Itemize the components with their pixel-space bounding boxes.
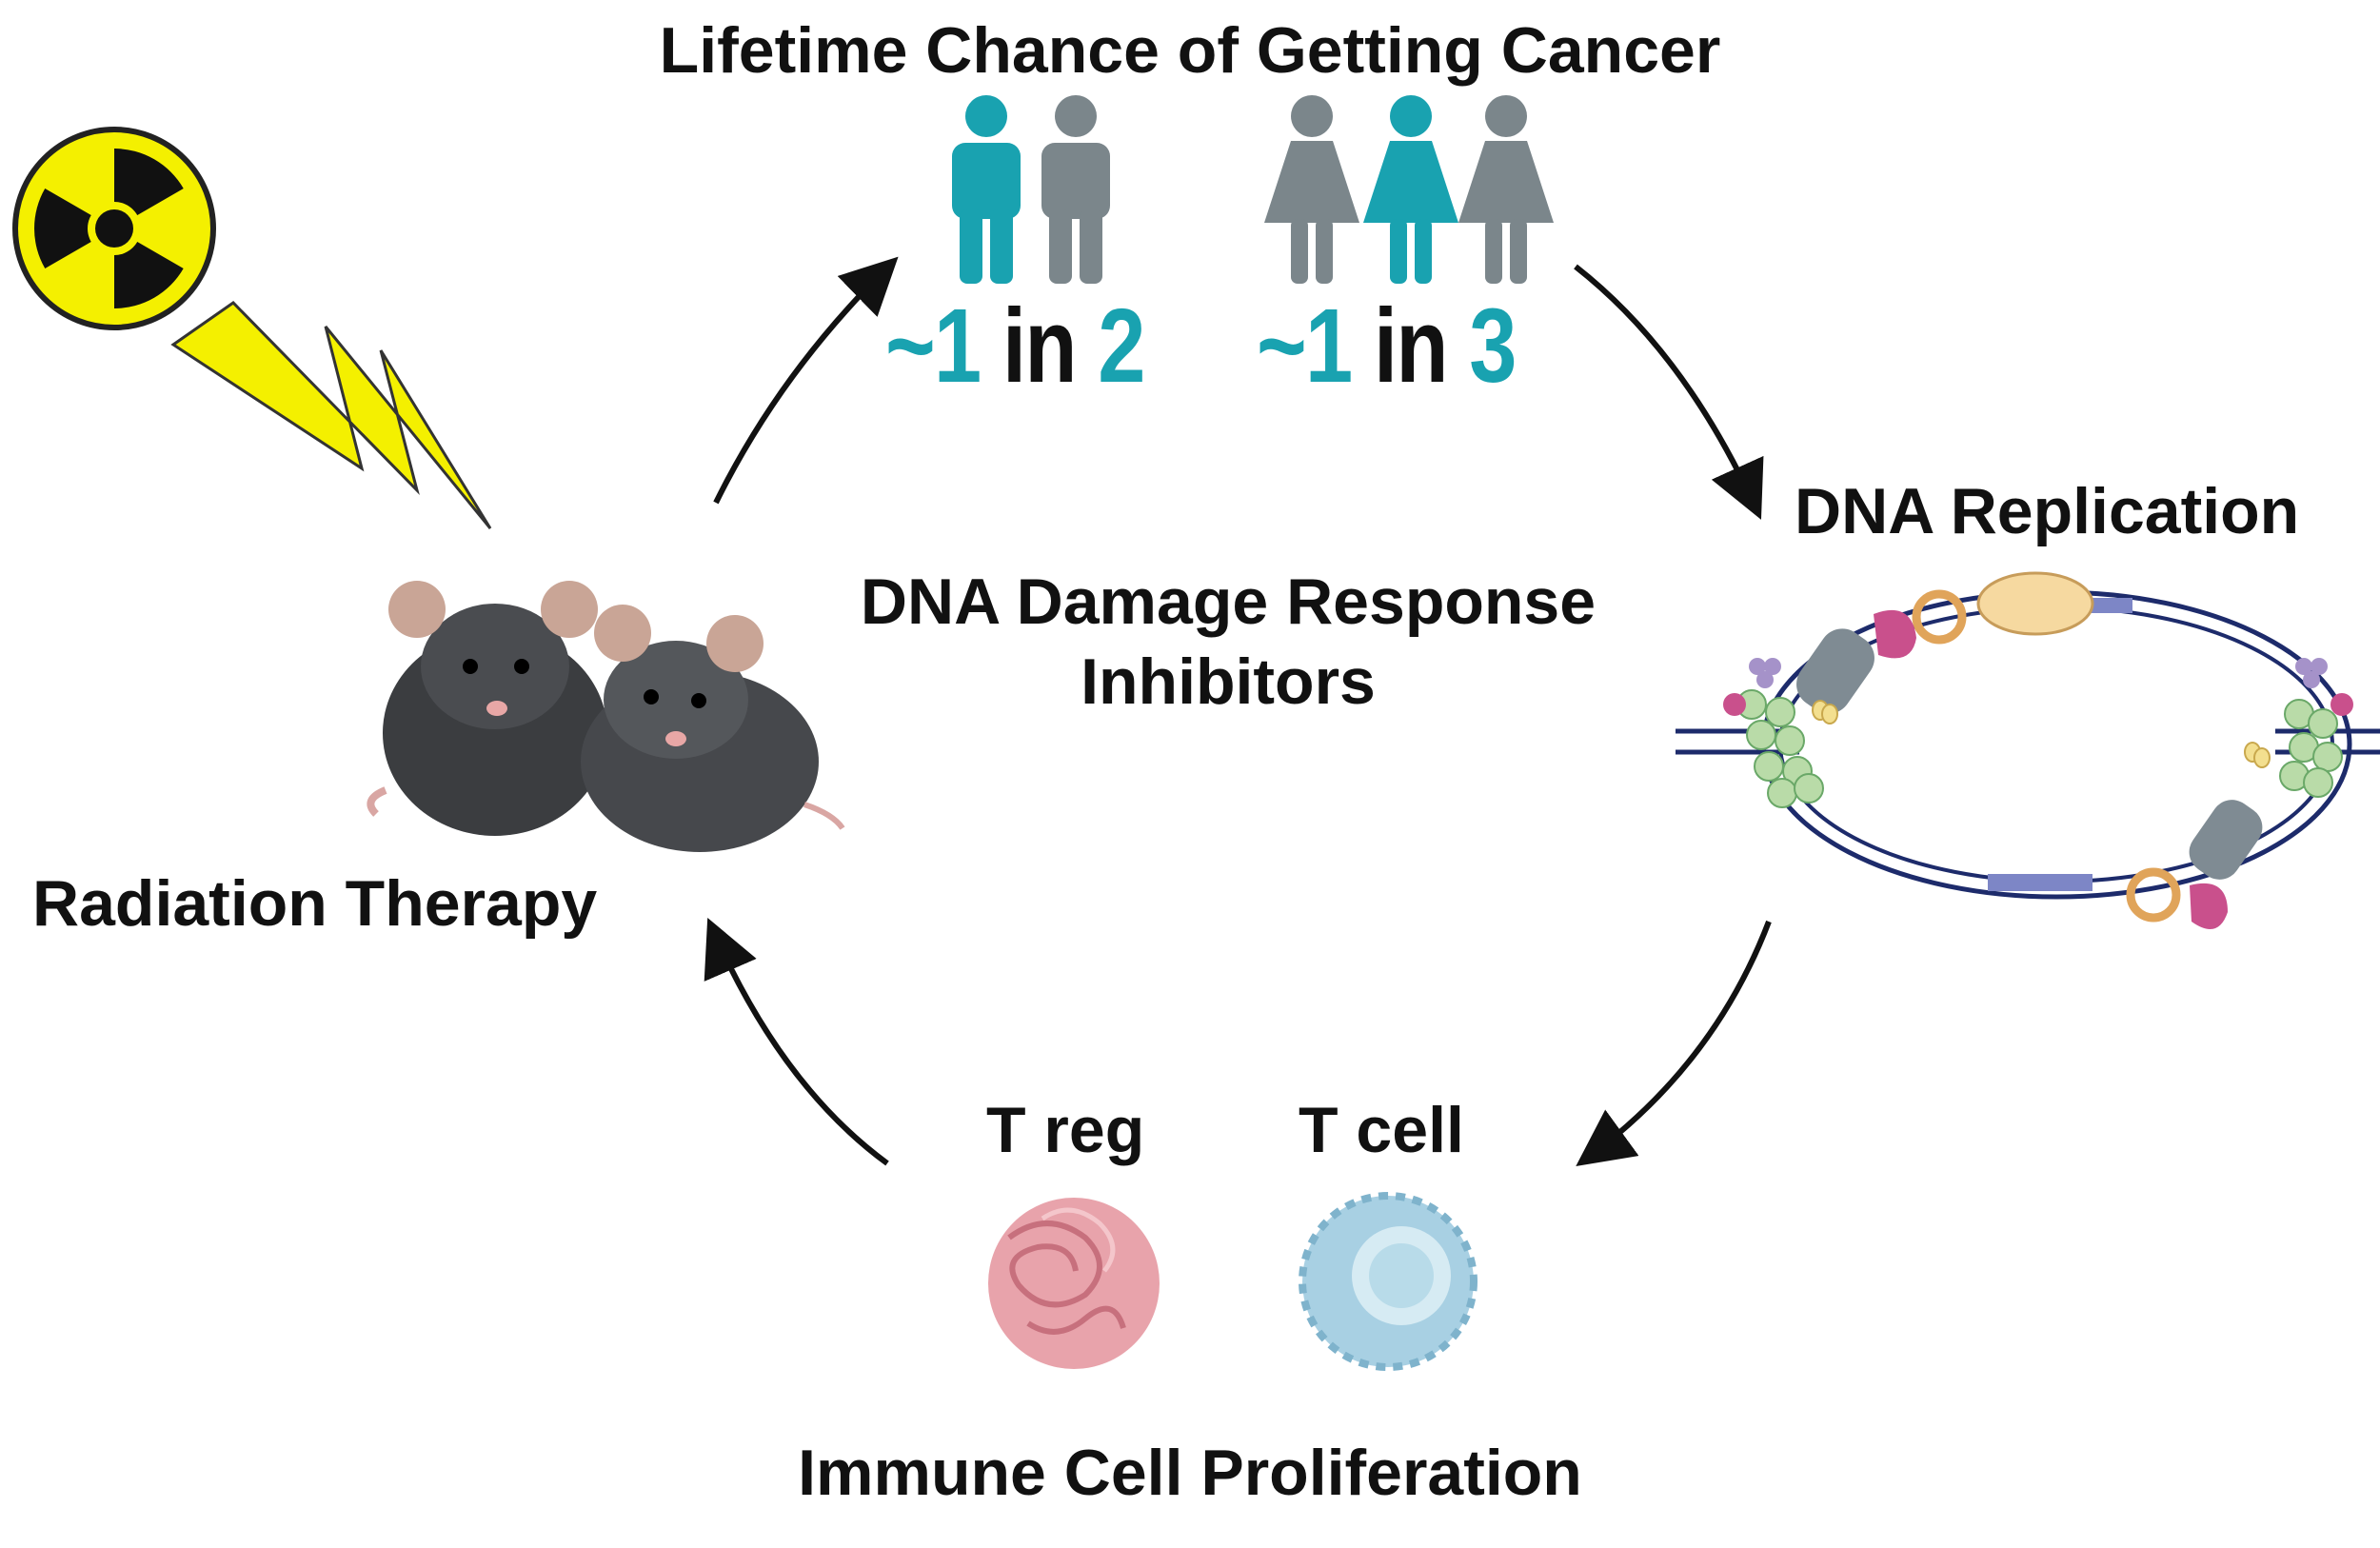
mouse-icon (367, 581, 607, 836)
arrow-radiation-to-stats (713, 256, 899, 505)
woman-figure-icon (1458, 95, 1554, 284)
radiation-hazard-icon (12, 127, 216, 330)
dna-replication-fork-icon (1676, 571, 2380, 929)
arrow-immune-to-radiation (704, 918, 889, 1166)
immune-cell-proliferation-label: Immune Cell Proliferation (798, 1437, 1582, 1509)
women-odds-prefix: ~1 (1257, 288, 1353, 405)
mouse-icon (581, 605, 845, 852)
arrow-stats-to-dna (1574, 264, 1764, 520)
woman-figure-icon (1363, 95, 1458, 284)
arrow-dna-to-immune (1576, 920, 1772, 1167)
t-cell-icon (1299, 1192, 1478, 1371)
women-figures (1264, 95, 1554, 284)
men-odds-in: in (980, 288, 1099, 405)
men-cancer-odds: ~1 in 2 (885, 286, 1145, 407)
woman-figure-icon (1264, 95, 1359, 284)
man-figure-icon (952, 95, 1021, 284)
t-reg-label: T reg (986, 1094, 1145, 1166)
men-figures (952, 95, 1110, 284)
radiation-therapy-label: Radiation Therapy (32, 867, 598, 940)
women-odds-in: in (1351, 288, 1470, 405)
page-title: Lifetime Chance of Getting Cancer (659, 14, 1721, 87)
t-reg-cell-icon (988, 1198, 1160, 1369)
women-odds-denominator: 3 (1469, 288, 1517, 405)
center-label: DNA Damage Response Inhibitors (860, 566, 1597, 718)
lightning-bolt-icon (170, 301, 492, 529)
man-figure-icon (1041, 95, 1110, 284)
dna-replication-label: DNA Replication (1795, 475, 2300, 547)
men-odds-prefix: ~1 (885, 288, 982, 405)
t-cell-label: T cell (1299, 1094, 1464, 1166)
women-cancer-odds: ~1 in 3 (1257, 286, 1517, 407)
men-odds-denominator: 2 (1098, 288, 1145, 405)
